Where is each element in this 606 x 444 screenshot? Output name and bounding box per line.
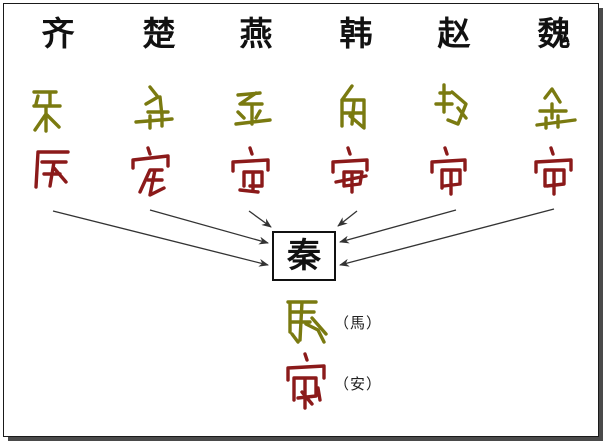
zhao-an-glyph: [430, 146, 467, 196]
arrow-han: [337, 210, 358, 227]
annotation-an: （安）: [334, 375, 383, 393]
diagram-frame: [3, 3, 599, 437]
annotation-ma: （馬）: [334, 314, 383, 332]
state-label-zhao: 赵: [437, 14, 471, 53]
frame-shadow-bottom: [8, 437, 602, 441]
qi-ma-glyph: [32, 90, 62, 133]
state-label-wei: 魏: [537, 14, 571, 53]
qin-center-box: 秦: [272, 231, 336, 281]
arrow-yan: [248, 210, 272, 228]
chu-ma-glyph: [134, 85, 174, 130]
chu-an-glyph: [131, 146, 170, 197]
han-ma-glyph: [340, 84, 366, 130]
zhao-ma-glyph: [434, 83, 468, 126]
yan-ma-glyph: [234, 91, 272, 126]
yan-an-glyph: [231, 146, 270, 194]
frame-shadow-right: [599, 8, 603, 441]
wei-an-glyph: [534, 146, 573, 196]
qin-ma-glyph: [286, 300, 328, 344]
arrow-wei: [339, 208, 555, 267]
wei-ma-glyph: [535, 87, 577, 130]
qin-an-glyph: [286, 352, 326, 410]
arrow-zhao: [339, 209, 457, 244]
state-label-chu: 楚: [142, 14, 176, 53]
state-label-qi: 齐: [41, 14, 75, 53]
state-label-han: 韩: [339, 14, 373, 53]
arrow-qi: [52, 210, 269, 267]
arrow-chu: [149, 209, 269, 245]
qi-an-glyph: [34, 150, 70, 189]
state-label-yan: 燕: [239, 14, 273, 53]
han-an-glyph: [331, 146, 369, 194]
